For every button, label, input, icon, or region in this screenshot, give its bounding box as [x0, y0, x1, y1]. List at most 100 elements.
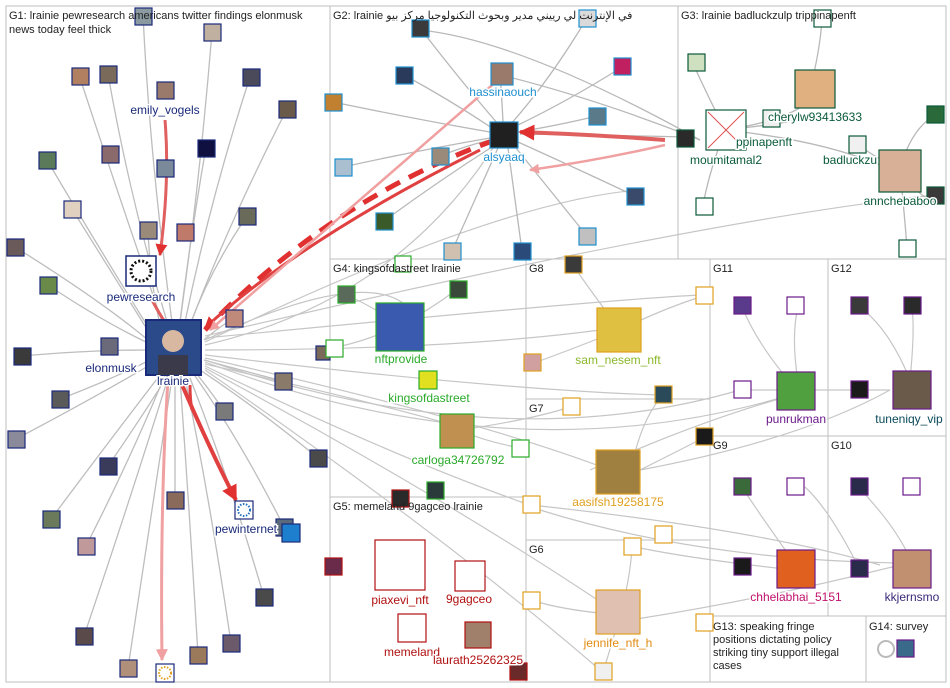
- avatar[interactable]: [119, 659, 138, 678]
- node-label-jennife-nft-h[interactable]: jennife_nft_h: [581, 635, 654, 652]
- avatar[interactable]: [242, 68, 261, 87]
- avatar[interactable]: [623, 537, 642, 556]
- avatar[interactable]: [324, 557, 343, 576]
- sunburst-icon[interactable]: [155, 663, 175, 683]
- node-label-memeland[interactable]: memeland: [382, 644, 441, 661]
- avatar[interactable]: [522, 591, 541, 610]
- pewinternet-alt-icon[interactable]: [281, 523, 301, 543]
- avatar[interactable]: [588, 107, 607, 126]
- avatar[interactable]: [695, 197, 714, 216]
- avatar[interactable]: [676, 129, 695, 148]
- cherylw93413633-avatar[interactable]: [794, 69, 836, 109]
- avatar[interactable]: [215, 402, 234, 421]
- avatar[interactable]: [850, 380, 869, 399]
- avatar[interactable]: [139, 221, 158, 240]
- node-label-aasifsh19258175[interactable]: aasifsh19258175: [571, 494, 666, 511]
- avatar[interactable]: [225, 309, 244, 328]
- avatar[interactable]: [654, 525, 673, 544]
- avatar[interactable]: [695, 427, 714, 446]
- avatar[interactable]: [394, 255, 412, 273]
- avatar[interactable]: [733, 296, 752, 315]
- avatar[interactable]: [578, 9, 597, 28]
- avatar[interactable]: [309, 449, 328, 468]
- avatar[interactable]: [695, 286, 714, 305]
- avatar[interactable]: [613, 57, 632, 76]
- node-label-piaxevi-nft[interactable]: piaxevi_nft: [370, 592, 431, 609]
- avatar[interactable]: [848, 135, 867, 154]
- avatar[interactable]: [38, 151, 57, 170]
- node-label-punrukman[interactable]: punrukman: [764, 411, 827, 428]
- avatar[interactable]: [695, 613, 714, 632]
- node-label-chhelabhai-5151[interactable]: chhelabhai_5151: [749, 589, 844, 606]
- avatar[interactable]: [898, 239, 917, 258]
- avatar[interactable]: [511, 439, 530, 458]
- avatar[interactable]: [594, 662, 613, 681]
- avatar[interactable]: [255, 588, 274, 607]
- node-label-kingsofdastreet[interactable]: kingsofdastreet: [387, 390, 472, 407]
- avatar[interactable]: [238, 207, 257, 226]
- avatar[interactable]: [99, 65, 118, 84]
- avatar[interactable]: [134, 7, 153, 26]
- memeland-avatar[interactable]: [397, 613, 427, 643]
- avatar[interactable]: [334, 158, 353, 177]
- avatar[interactable]: [426, 481, 445, 500]
- avatar[interactable]: [523, 353, 542, 372]
- avatar[interactable]: [274, 372, 293, 391]
- node-label-hassinaouch[interactable]: hassinaouch: [468, 84, 538, 101]
- node-label-tuneniqy-vip[interactable]: tuneniqy_vip: [874, 411, 945, 428]
- punrukman-avatar[interactable]: [776, 371, 816, 411]
- avatar[interactable]: [99, 457, 118, 476]
- avatar[interactable]: [411, 19, 430, 38]
- node-label-9gagceo[interactable]: 9gagceo: [444, 591, 493, 608]
- pewresearch-node[interactable]: [125, 255, 157, 287]
- node-label-kkjernsmo[interactable]: kkjernsmo: [883, 589, 941, 606]
- node-label-sam-nesem-nft[interactable]: sam_nesem_nft: [574, 352, 663, 369]
- avatar[interactable]: [77, 537, 96, 556]
- node-label-carloga34726792[interactable]: carloga34726792: [410, 452, 506, 469]
- avatar[interactable]: [850, 296, 869, 315]
- laurath25262325-avatar[interactable]: [464, 621, 492, 649]
- aasifsh19258175-avatar[interactable]: [595, 449, 641, 495]
- avatar[interactable]: [203, 23, 222, 42]
- avatar[interactable]: [522, 495, 541, 514]
- node-label-cherylw93413633[interactable]: cherylw93413633: [766, 109, 863, 126]
- avatar[interactable]: [733, 477, 752, 496]
- lrainie-node[interactable]: [145, 319, 202, 376]
- avatar[interactable]: [733, 380, 752, 399]
- bottom-sun-node[interactable]: [155, 663, 175, 683]
- piaxevi-nft-avatar[interactable]: [374, 539, 426, 591]
- avatar[interactable]: [903, 296, 922, 315]
- node-label-pewresearch[interactable]: pewresearch: [105, 289, 177, 306]
- avatar[interactable]: [786, 296, 805, 315]
- avatar[interactable]: [902, 477, 921, 496]
- avatar[interactable]: [509, 662, 528, 681]
- avatar[interactable]: [13, 347, 32, 366]
- node-label-nftprovide[interactable]: nftprovide: [373, 351, 429, 368]
- avatar[interactable]: [578, 227, 597, 246]
- avatar[interactable]: [42, 510, 61, 529]
- node-label-pewinternet[interactable]: pewinternet: [213, 521, 279, 538]
- avatar[interactable]: [51, 390, 70, 409]
- avatar[interactable]: [391, 489, 410, 508]
- node-label-elonmusk[interactable]: elonmusk: [84, 360, 139, 377]
- avatar[interactable]: [156, 81, 175, 100]
- node-label-badluckzulp[interactable]: badluckzu: [822, 152, 879, 169]
- avatar[interactable]: [443, 242, 462, 261]
- avatar[interactable]: [813, 9, 832, 28]
- nftprovide-avatar[interactable]: [375, 302, 425, 352]
- avatar[interactable]: [71, 67, 90, 86]
- avatar[interactable]: [850, 477, 869, 496]
- avatar[interactable]: [337, 285, 356, 304]
- node-label-annchebaboo[interactable]: annchebaboo: [862, 193, 938, 210]
- avatar[interactable]: [7, 430, 26, 449]
- node-label-alsyaaq[interactable]: alsyaaq: [482, 149, 526, 166]
- avatar[interactable]: [449, 280, 468, 299]
- avatar[interactable]: [75, 627, 94, 646]
- avatar[interactable]: [513, 242, 532, 261]
- avatar[interactable]: [564, 255, 583, 274]
- tuneniqy-vip-avatar[interactable]: [892, 370, 932, 410]
- avatar[interactable]: [176, 223, 195, 242]
- avatar[interactable]: [926, 186, 945, 205]
- hassinaouch-avatar[interactable]: [490, 62, 514, 86]
- avatar[interactable]: [222, 634, 241, 653]
